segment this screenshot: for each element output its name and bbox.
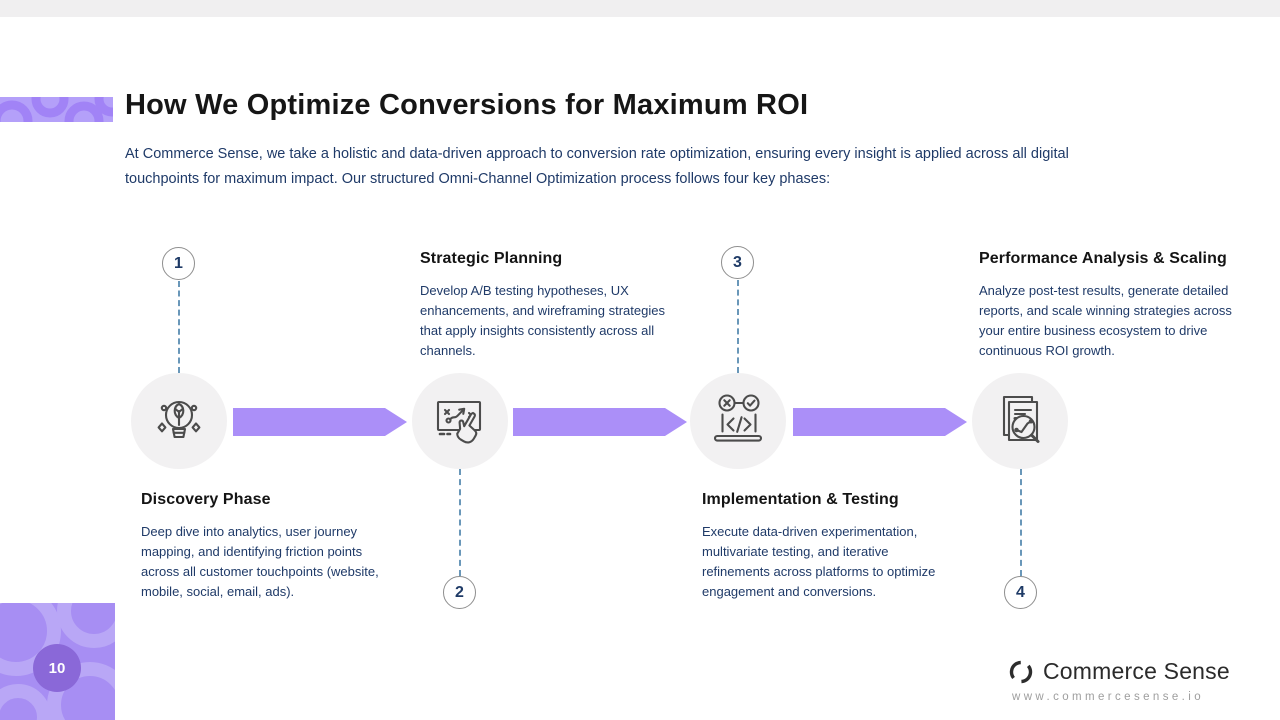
decorative-pattern-bottom-left: 10 xyxy=(0,603,115,720)
brand-website: www.commercesense.io xyxy=(1012,691,1204,703)
phase-1-text: Discovery Phase Deep dive into analytics… xyxy=(141,491,393,602)
brand-name: Commerce Sense xyxy=(1043,658,1230,684)
code-testing-icon xyxy=(713,394,763,442)
phase-4-title: Performance Analysis & Scaling xyxy=(979,250,1227,267)
flow-arrow-3 xyxy=(793,408,967,436)
flow-arrow-2 xyxy=(513,408,687,436)
phase-1-title: Discovery Phase xyxy=(141,491,271,508)
brand-block: Commerce Sense www.commercesense.io xyxy=(1008,658,1238,703)
phase-3-title: Implementation & Testing xyxy=(702,491,899,508)
phase-2-description: Develop A/B testing hypotheses, UX enhan… xyxy=(420,283,665,358)
phase-4-icon-circle xyxy=(972,373,1068,469)
phase-4-text: Performance Analysis & Scaling Analyze p… xyxy=(979,250,1237,361)
cycle-ring-icon xyxy=(1009,660,1033,684)
page-number-badge: 10 xyxy=(33,644,81,692)
phase-4-description: Analyze post-test results, generate deta… xyxy=(979,283,1232,358)
connector-line-2 xyxy=(459,469,461,576)
phase-1-icon-circle xyxy=(131,373,227,469)
page-number: 10 xyxy=(48,659,66,677)
phase-3-number: 3 xyxy=(721,246,754,279)
report-magnifier-icon xyxy=(1002,395,1040,443)
intro-paragraph: At Commerce Sense, we take a holistic an… xyxy=(125,146,1069,187)
decorative-pattern-top-left xyxy=(0,97,113,122)
arc-pattern-icon xyxy=(0,97,113,122)
phase-2-number: 2 xyxy=(443,576,476,609)
flow-arrow-1 xyxy=(233,408,407,436)
phase-3-description: Execute data-driven experimentation, mul… xyxy=(702,524,936,599)
phase-2-icon-circle xyxy=(412,373,508,469)
lightbulb-leaf-icon xyxy=(157,400,201,439)
connector-line-4 xyxy=(1020,469,1022,576)
arc-pattern-icon xyxy=(0,603,115,720)
page-title: How We Optimize Conversions for Maximum … xyxy=(125,89,809,121)
phase-3-icon-circle xyxy=(690,373,786,469)
phase-4-number: 4 xyxy=(1004,576,1037,609)
connector-line-1 xyxy=(178,281,180,373)
phase-1-description: Deep dive into analytics, user journey m… xyxy=(141,524,379,599)
phase-2-title: Strategic Planning xyxy=(420,250,563,267)
connector-line-3 xyxy=(737,280,739,373)
strategy-board-icon xyxy=(436,400,482,444)
phase-3-text: Implementation & Testing Execute data-dr… xyxy=(702,491,952,602)
phase-1-number: 1 xyxy=(162,247,195,280)
top-accent-bar xyxy=(0,0,1280,17)
phase-2-text: Strategic Planning Develop A/B testing h… xyxy=(420,250,670,361)
